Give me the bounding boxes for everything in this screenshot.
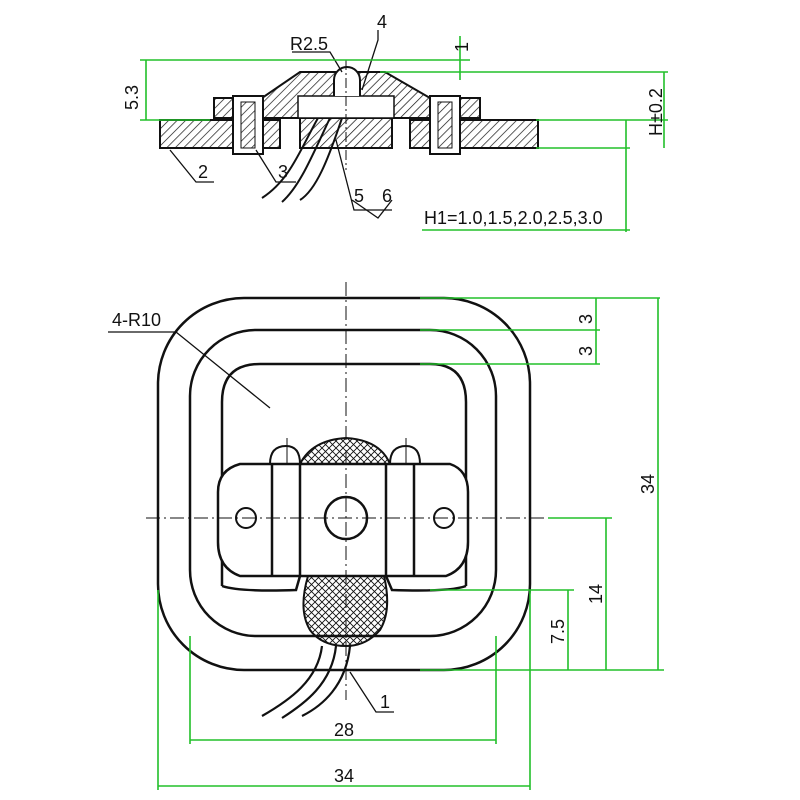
dim-h1: H1=1.0,1.5,2.0,2.5,3.0 <box>424 208 603 228</box>
bump-right <box>389 444 421 465</box>
plan-view: 4-R10 1 3 3 34 14 7.5 <box>108 282 664 790</box>
dim-height-5-3: 5.3 <box>122 85 142 110</box>
strain-zone-top <box>298 436 392 465</box>
wire-c <box>299 117 343 201</box>
dim-width-28: 28 <box>334 720 354 740</box>
label-item-2: 2 <box>198 162 208 182</box>
wire-3 <box>301 645 352 717</box>
plan-dimensions: 3 3 34 14 7.5 28 34 <box>157 297 664 790</box>
wire-2 <box>281 645 338 719</box>
label-item-1-top: 1 <box>452 42 472 52</box>
section-view: R2.5 4 2 3 5 6 5.3 1 H±0.2 H1=1.0,1.5,2.… <box>122 12 668 232</box>
label-item-4: 4 <box>377 12 387 32</box>
label-r25: R2.5 <box>290 34 328 54</box>
label-item-3: 3 <box>278 162 288 182</box>
wire-b <box>281 117 331 203</box>
dim-tolerance: H±0.2 <box>646 88 666 136</box>
dim-3-upper: 3 <box>576 314 596 324</box>
inner-opening <box>220 362 468 586</box>
dim-7-5: 7.5 <box>548 619 568 644</box>
label-item-6: 6 <box>382 186 392 206</box>
label-item-1-plan: 1 <box>380 692 390 712</box>
label-item-5: 5 <box>354 186 364 206</box>
wire-1 <box>261 645 324 717</box>
dim-width-34: 34 <box>334 766 354 786</box>
dim-height-34: 34 <box>638 474 658 494</box>
strain-zone-bottom <box>302 575 389 648</box>
dim-14: 14 <box>586 584 606 604</box>
label-radius: 4-R10 <box>112 310 161 330</box>
section-dimensions: 5.3 1 H±0.2 H1=1.0,1.5,2.0,2.5,3.0 <box>122 36 668 232</box>
wire-a <box>261 117 319 199</box>
arch <box>333 66 361 96</box>
dim-3-lower: 3 <box>576 346 596 356</box>
bump-left <box>269 444 301 465</box>
